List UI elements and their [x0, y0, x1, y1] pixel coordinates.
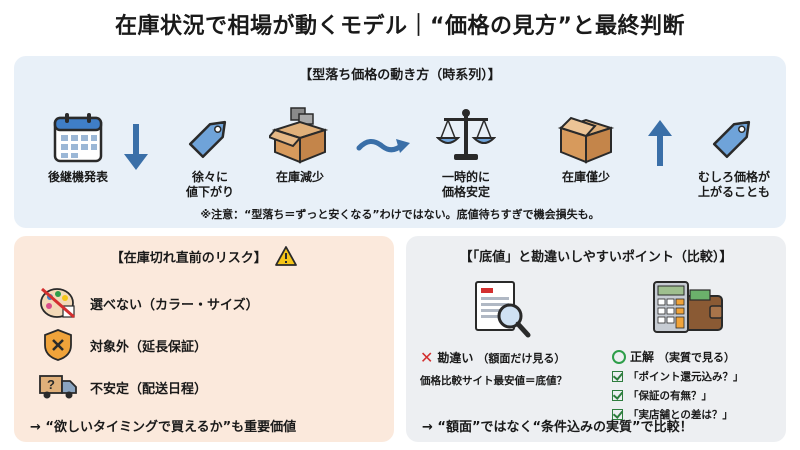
- compare-heading: 【「底値」と勘違いしやすいポイント（比較）】: [459, 250, 733, 265]
- calculator-wallet-icon: [653, 281, 723, 333]
- warning-icon: [275, 246, 298, 266]
- timeline-step-successor-announce: 後継機発表: [32, 96, 124, 185]
- risk-item-warranty: 対象外（延長保証）: [38, 328, 207, 362]
- timeline-step-gradual-drop: 徐々に 値下がり: [164, 96, 256, 200]
- price-tag-icon: [712, 120, 751, 159]
- wave-arrow-icon: [356, 139, 410, 153]
- scale-icon: [436, 109, 496, 160]
- risk-footer: → “欲しいタイミングで買えるか”も重要価値: [30, 420, 297, 435]
- timeline-wave-arrow: [354, 96, 414, 158]
- risk-item-choice: 選べない（カラー・サイズ）: [38, 286, 259, 320]
- timeline-step-price-rise: むしろ価格が 上がることも: [686, 96, 782, 200]
- risk-item-delivery: ? 不安定（配送日程）: [38, 370, 207, 404]
- risk-panel: 【在庫切れ直前のリスク】 選べない（カラー・サイズ）: [14, 236, 394, 442]
- timeline-note: ※注意：“型落ち＝ずっと安くなる”わけではない。底値待ちすぎで機会損失も。: [200, 208, 600, 221]
- arrow-down-icon: [124, 124, 148, 170]
- correct-block: 正解 （実質で見る） 「ポイント還元込み？」 「保証の有無？」 「実店舗との差は…: [612, 348, 780, 422]
- timeline-heading: 【型落ち価格の動き方（時系列）】: [299, 68, 501, 83]
- risk-heading: 【在庫切れ直前のリスク】: [14, 246, 394, 266]
- mistake-block: ✕ 勘違い （額面だけ見る） 価格比較サイト最安値＝底値？: [420, 348, 610, 388]
- box-icon: [557, 116, 615, 164]
- palette-crossed-icon: [40, 287, 75, 319]
- document-search-icon: [475, 281, 531, 338]
- page-title: 在庫状況で相場が動くモデル｜“価格の見方”と最終判断: [115, 14, 685, 39]
- arrow-up-icon: [648, 120, 672, 166]
- mistake-text: 価格比較サイト最安値＝底値？: [420, 375, 567, 387]
- checkbox-checked-icon: [612, 390, 623, 401]
- check-item-warranty: 「保証の有無？」: [612, 388, 780, 403]
- svg-text:?: ?: [47, 377, 55, 392]
- compare-panel: 【「底値」と勘違いしやすいポイント（比較）】 ✕ 勘違い （額面だけ見る） 価格…: [406, 236, 786, 442]
- timeline-step-stock-decrease: 在庫減少: [254, 96, 346, 185]
- timeline-arrow-up: [640, 96, 680, 168]
- timeline-panel: 【型落ち価格の動き方（時系列）】 後継機発表: [14, 56, 786, 228]
- price-tag-icon: [188, 120, 227, 159]
- timeline-arrow-down: [110, 96, 162, 172]
- checkbox-checked-icon: [612, 409, 623, 420]
- calendar-icon: [53, 113, 103, 163]
- check-item-store-diff: 「実店舗との差は？」: [612, 407, 780, 422]
- circle-ok-icon: [612, 349, 626, 364]
- check-item-points: 「ポイント還元込み？」: [612, 369, 780, 384]
- shield-x-icon: [44, 329, 72, 361]
- compare-footer: → “額面”ではなく“条件込みの実質”で比較！: [422, 420, 693, 435]
- timeline-step-stock-scarce: 在庫僅少: [540, 96, 632, 185]
- timeline-step-temporary-stable: 一時的に 価格安定: [420, 96, 512, 200]
- cross-icon: ✕: [420, 348, 434, 367]
- truck-question-icon: ?: [39, 375, 77, 399]
- box-icon: [269, 107, 329, 164]
- checkbox-checked-icon: [612, 371, 623, 382]
